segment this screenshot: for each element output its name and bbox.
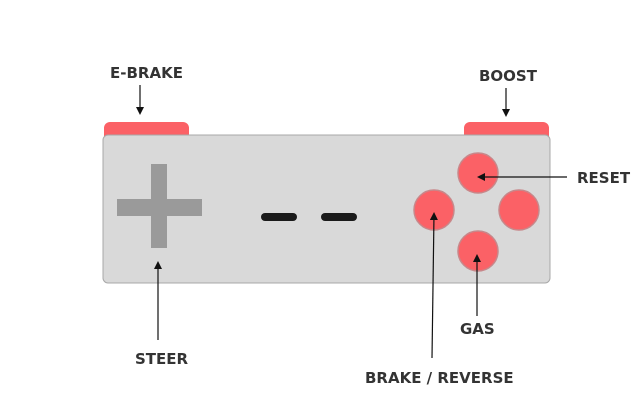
brake-reverse-arrow — [429, 212, 438, 359]
boost-label: BOOST — [479, 67, 538, 85]
brake-reverse-label: BRAKE / REVERSE — [365, 369, 514, 387]
steer-label: STEER — [135, 350, 189, 368]
ebrake-label: E-BRAKE — [110, 64, 183, 82]
reset-label: RESET — [577, 169, 631, 187]
bottom-face-button[interactable] — [457, 230, 499, 272]
gas-label: GAS — [460, 320, 495, 338]
right-face-button[interactable] — [498, 189, 540, 231]
top-face-button[interactable] — [457, 152, 499, 194]
dpad[interactable] — [117, 164, 202, 248]
controller-body — [102, 134, 551, 284]
dpad-horizontal — [117, 199, 202, 216]
